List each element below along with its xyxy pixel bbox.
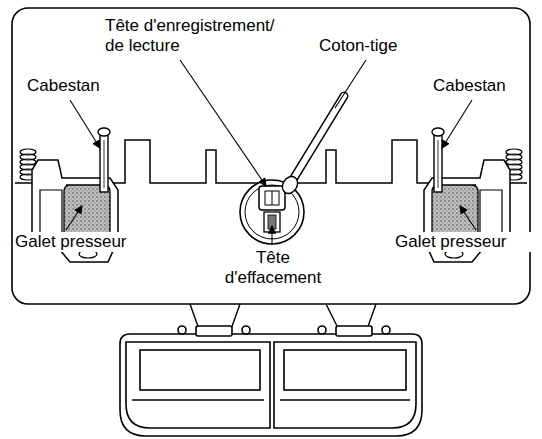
part-label: Tête d'effacement — [222, 248, 324, 288]
part-label: Galet presseur — [394, 232, 531, 252]
part-label: Galet presseur — [14, 232, 151, 252]
part-label: Coton-tige — [318, 36, 440, 56]
part-label: Tête d'enregistrement/ de lecture — [104, 16, 291, 56]
part-label: Cabestan — [432, 76, 524, 96]
part-label: Cabestan — [26, 76, 118, 96]
